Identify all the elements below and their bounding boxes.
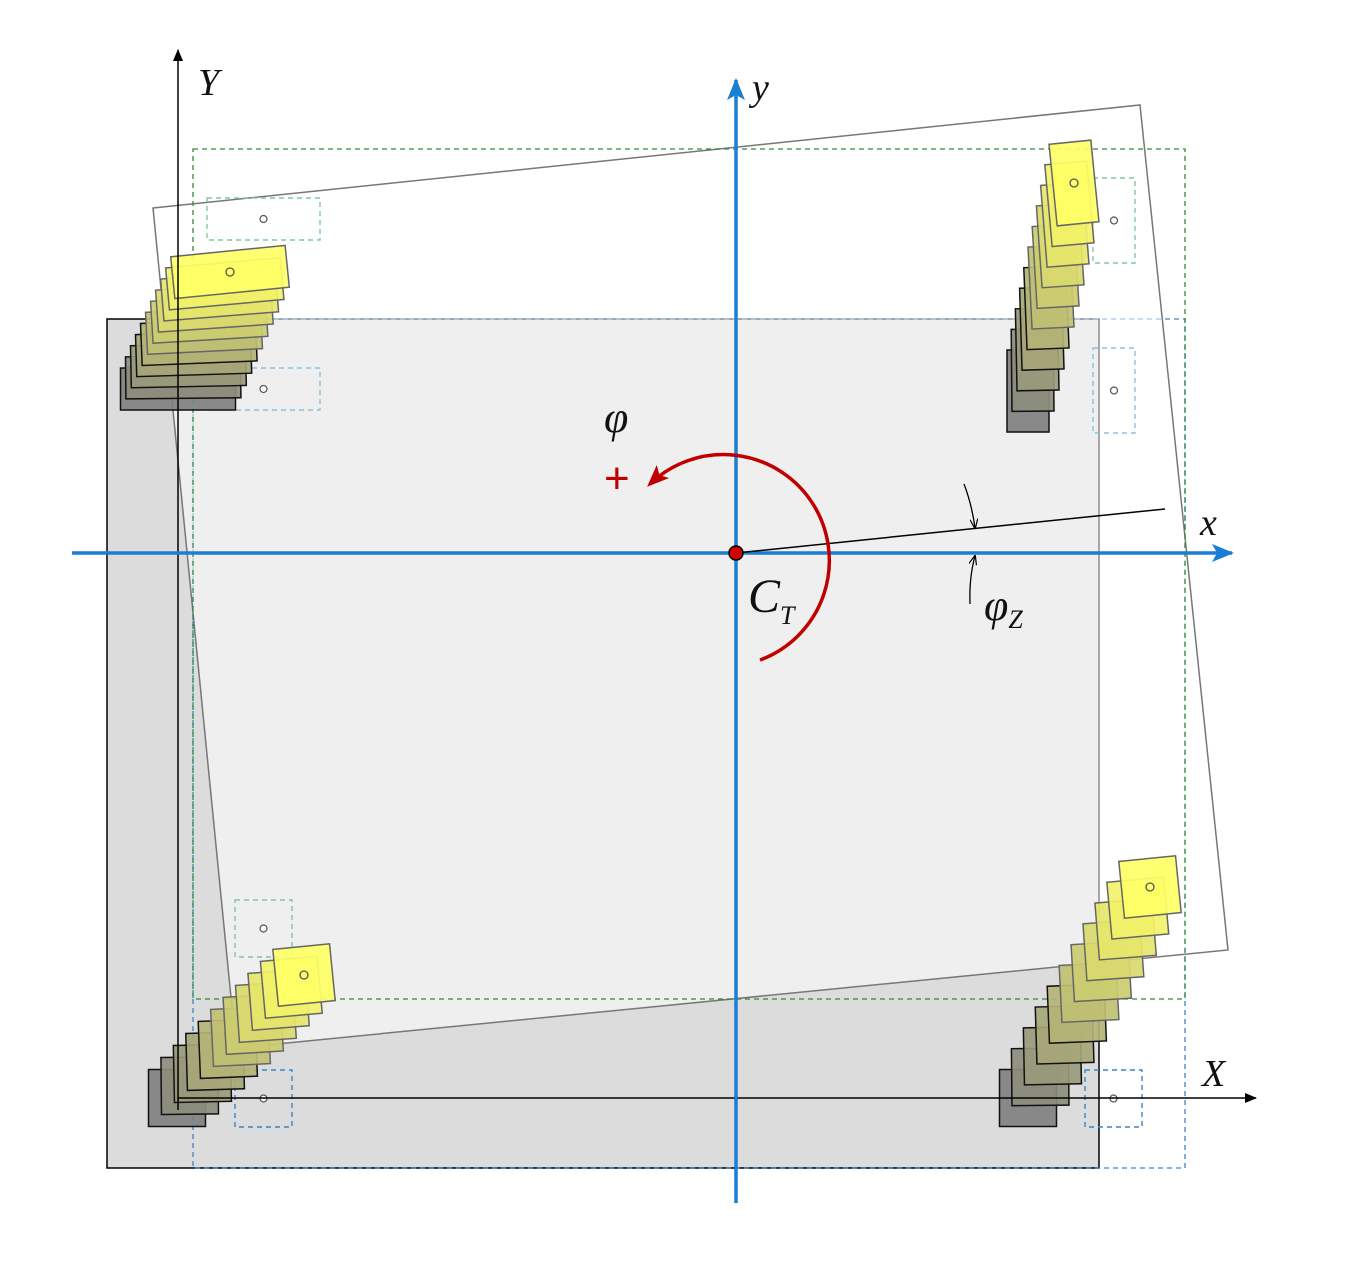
- center-label: CT: [748, 570, 796, 630]
- target-point: [259, 214, 268, 224]
- phi-label: φ: [604, 393, 628, 442]
- target-box: [234, 899, 293, 958]
- green-dashed-outline: [192, 148, 1186, 1000]
- target-box: [206, 197, 321, 241]
- phi-z-label: φZ: [984, 581, 1023, 634]
- marker-step: [169, 244, 291, 300]
- marker-center: [1145, 882, 1155, 892]
- target-point: [1109, 386, 1119, 395]
- target-point: [259, 384, 268, 394]
- target-box: [1092, 347, 1136, 434]
- marker-step: [1048, 139, 1100, 227]
- marker-center: [1069, 178, 1079, 188]
- global-y-label: Y: [198, 62, 223, 104]
- center-point: [728, 545, 744, 561]
- local-x-label: x: [1199, 502, 1217, 544]
- positive-sign: +: [604, 454, 630, 503]
- rotated-x-line: [735, 508, 1166, 554]
- rotated-plate: [152, 104, 1229, 1049]
- local-y-label: y: [748, 67, 769, 109]
- phi-z-arrow-lower: [970, 556, 975, 605]
- marker-center: [299, 970, 309, 980]
- rotation-arrow: [647, 452, 832, 662]
- global-x-label: X: [1200, 1053, 1227, 1095]
- marker-step: [1117, 854, 1183, 920]
- marker-stacks: [119, 139, 1183, 1128]
- marker-step: [271, 942, 337, 1008]
- phi-z-arrow-upper: [963, 483, 975, 528]
- marker-center: [225, 267, 235, 277]
- target-point: [1109, 216, 1119, 225]
- target-point: [259, 924, 268, 933]
